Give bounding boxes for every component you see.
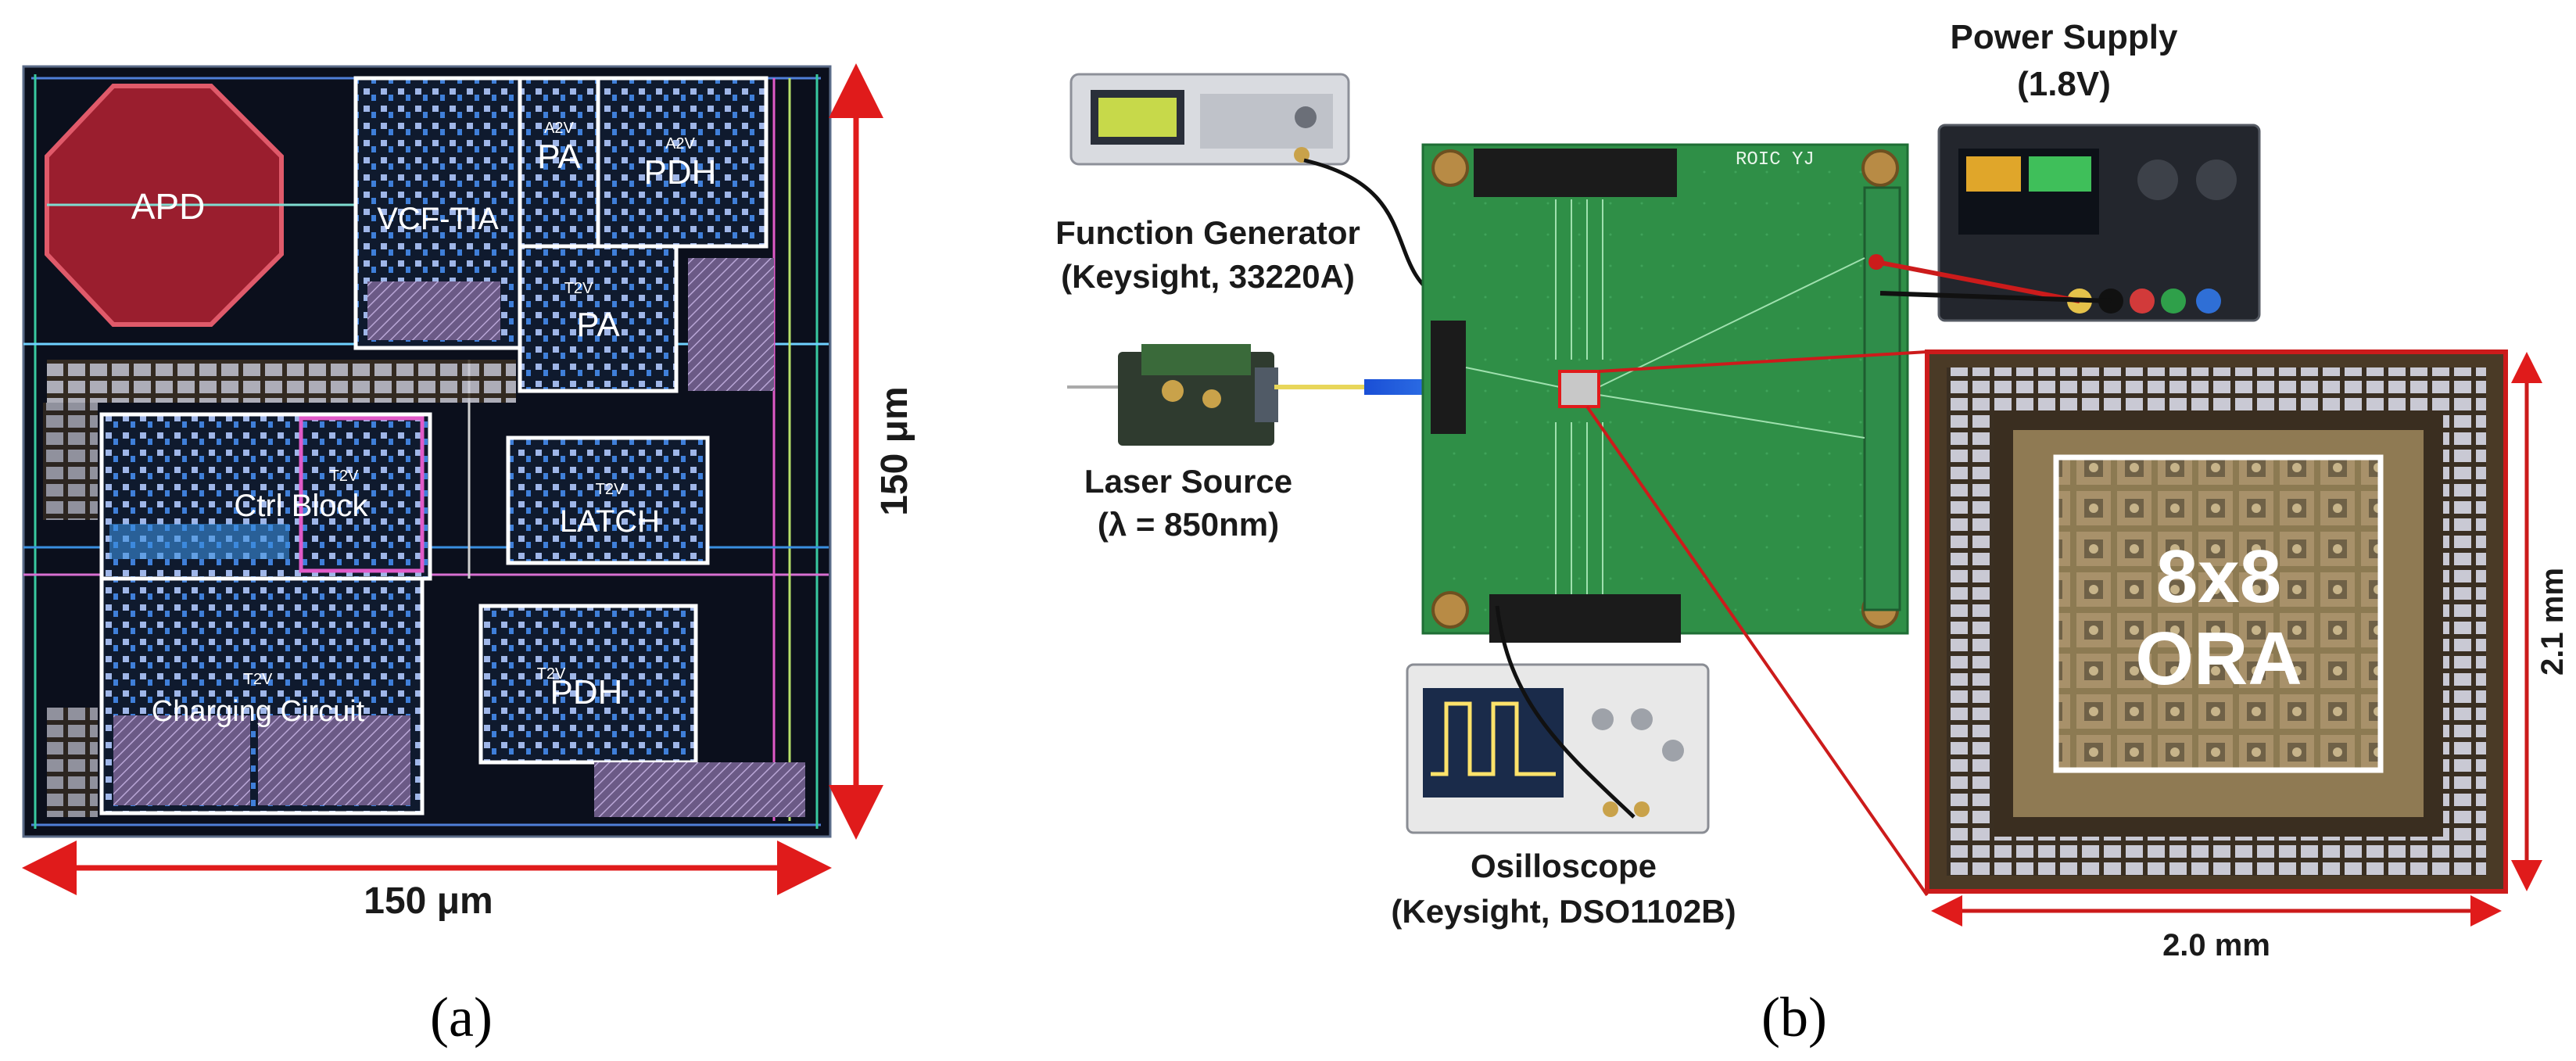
a2v-tag-2: A2V [665, 135, 695, 152]
pcb-board: ROIC YJ [1421, 143, 1909, 643]
function-generator-model: (Keysight, 33220A) [1061, 258, 1355, 295]
power-cable-black [1879, 291, 2112, 303]
function-generator-name: Function Generator [1055, 214, 1360, 251]
dim-label-vertical: 150 μm [874, 386, 915, 515]
panel-b-setup: Function Generator (Keysight, 33220A) La… [1055, 18, 2570, 1048]
pad-row-upper [47, 360, 516, 403]
pa-top-block [518, 76, 600, 249]
oscilloscope-model: (Keysight, DSO1102B) [1391, 893, 1736, 930]
die-micrograph: 8x8 ORA [1925, 349, 2508, 894]
zoom-line-top [1598, 350, 1928, 373]
panel-a-caption: (a) [430, 986, 493, 1048]
power-cable-red [1876, 260, 2080, 303]
latch-label: LATCH [560, 504, 660, 539]
function-generator-instrument [1069, 73, 1350, 166]
laser-source-name: Laser Source [1084, 463, 1292, 500]
pa-mid-block [518, 244, 679, 393]
die-width-label: 2.0 mm [2162, 928, 2270, 962]
pdh-bottom-block [478, 604, 698, 765]
pad-row-left [43, 403, 98, 520]
t2v-tag-3: T2V [596, 481, 625, 498]
laser-source-detail: (λ = 850nm) [1098, 506, 1279, 543]
t2v-tag-1: T2V [564, 280, 593, 297]
t2v-tag-2: T2V [330, 468, 359, 485]
t2v-tag-5: T2V [537, 665, 566, 683]
function-generator-cable [1303, 158, 1440, 299]
power-supply-detail: (1.8V) [2017, 65, 2111, 103]
vcf-tia-label: VCF-TIA [377, 202, 499, 236]
power-supply-name: Power Supply [1951, 18, 2178, 56]
pdh-top-block [596, 76, 769, 249]
pdh-bottom-label: PDH [550, 673, 623, 712]
dim-label-horizontal: 150 μm [364, 880, 493, 922]
charging-circuit-label: Charging Circuit [152, 695, 365, 728]
ctrl-block-label: Ctrl Block [234, 489, 368, 523]
die-height-label: 2.1 mm [2535, 568, 2570, 676]
oscilloscope-instrument [1406, 663, 1710, 834]
t2v-tag-4: T2V [244, 671, 273, 688]
zoom-line-bottom [1585, 405, 1929, 897]
laser-source-instrument [1118, 344, 1278, 446]
panel-a-layout: APD VCF-TIA A2V PA A2V PDH T2V PA T2V Ct… [22, 63, 915, 1048]
power-supply-instrument [1937, 124, 2261, 322]
pa-mid-label: PA [576, 306, 620, 344]
ora-label-line2: ORA [2135, 617, 2302, 701]
latch-block [506, 436, 710, 565]
pdh-top-label: PDH [644, 153, 717, 192]
ora-label-line1: 8x8 [2156, 535, 2281, 618]
oscilloscope-name: Osilloscope [1471, 848, 1657, 884]
apd-label: APD [131, 186, 206, 227]
pcb-silkscreen-label: ROIC YJ [1736, 149, 1815, 170]
oscilloscope-cable [1495, 605, 1636, 819]
panel-b-caption: (b) [1761, 986, 1827, 1048]
ora-array-outline [2053, 454, 2384, 773]
a2v-tag-1: A2V [544, 120, 574, 137]
pa-top-label: PA [537, 138, 581, 176]
